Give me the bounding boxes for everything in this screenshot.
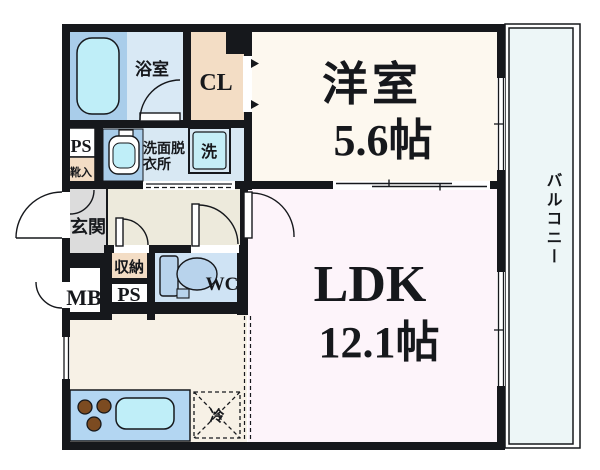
wc-door — [191, 203, 239, 247]
label-washroom-line2: 衣所 — [143, 156, 171, 173]
wall-bottom — [62, 442, 505, 450]
stove-burner — [96, 398, 112, 414]
western-ldk-partition — [333, 179, 490, 191]
kitchen-counter — [69, 389, 191, 442]
label-entrance: 玄関 — [70, 216, 106, 237]
western-room-window — [494, 78, 505, 170]
label-western-room-size: 5.6帖 — [334, 116, 433, 165]
swing-doors — [15, 59, 295, 309]
label-storage: 収納 — [114, 258, 144, 276]
label-meter-box: MB — [66, 285, 102, 310]
wall-wc-right — [237, 245, 248, 315]
label-closet: CL — [199, 70, 232, 96]
room-floors — [66, 32, 497, 442]
wall-bath-bottom — [62, 120, 252, 128]
entrance-step-line — [106, 188, 108, 246]
entrance-door-gap — [62, 192, 70, 238]
ldk-window-gap — [497, 272, 505, 386]
label-ldk-size: 12.1帖 — [319, 318, 440, 367]
wall-hall-bottom — [105, 245, 248, 253]
ldk-balcony-window — [494, 272, 505, 386]
ps-lower-floor — [112, 284, 147, 302]
entrance-floor — [66, 188, 107, 253]
wall-storage-right — [147, 245, 155, 320]
cl-folding-door-arrows — [251, 59, 259, 109]
balcony-floor — [508, 27, 574, 445]
label-ps-lower: PS — [117, 284, 140, 306]
wall-bath-cl-divider — [183, 32, 191, 120]
toilet-seat — [176, 288, 190, 299]
fixtures — [69, 37, 241, 442]
storage-door — [115, 217, 149, 247]
balcony — [504, 23, 581, 449]
hall-floor — [107, 189, 240, 245]
storage-door-gap — [114, 245, 149, 253]
cl-door-gap — [243, 56, 252, 112]
left-window — [63, 337, 70, 379]
kitchen-sink — [115, 397, 175, 430]
stove-burner — [86, 416, 102, 432]
mb-door-gap — [62, 282, 70, 308]
wall-storage-ps-divider — [110, 278, 149, 284]
stove-burner — [77, 399, 93, 415]
ldk-door — [243, 191, 295, 239]
toilet — [159, 255, 218, 299]
room-labels: 浴室 CL 洋室 5.6帖 バルコニー PS 靴入 洗面脱 衣所 洗 玄関 収納… — [66, 59, 562, 425]
wall-mb-bottom — [62, 312, 112, 320]
shoe-box-door-arc — [69, 189, 95, 215]
wall-storage-left — [104, 245, 112, 320]
label-bathroom: 浴室 — [135, 59, 169, 79]
label-washroom-line1: 洗面脱 — [143, 140, 185, 157]
wall-mid-horizontal — [62, 181, 505, 189]
refrigerator-space — [193, 391, 241, 439]
vanity-unit — [102, 128, 144, 182]
wall-top — [62, 24, 505, 32]
entrance-front-door — [15, 191, 63, 239]
label-wc: WC — [206, 274, 239, 295]
label-washer: 洗 — [201, 142, 217, 161]
toilet-bowl — [176, 257, 218, 291]
sliding-doors — [143, 179, 490, 441]
left-window-gap — [62, 337, 70, 379]
wall-right — [497, 24, 505, 450]
label-ldk: LDK — [314, 256, 427, 313]
bathroom-door — [139, 79, 181, 122]
label-balcony: バルコニー — [544, 172, 563, 267]
wall-wc-bottom — [104, 302, 245, 314]
mb-door-arc — [35, 281, 63, 309]
bathtub — [76, 37, 120, 115]
vanity-basin — [112, 142, 136, 169]
window-symbols — [63, 78, 505, 386]
label-refrigerator: 冷 — [209, 407, 224, 425]
label-ps-upper: PS — [70, 136, 91, 156]
label-shoe-box: 靴入 — [70, 165, 92, 179]
washing-machine — [188, 127, 231, 174]
wc-door-gap — [191, 245, 239, 253]
wall-entrance-bottom — [62, 253, 108, 268]
wall-ps-column — [95, 120, 103, 189]
toilet-tank — [159, 255, 179, 297]
western-room-floor — [252, 32, 497, 181]
ldk-floor — [248, 189, 497, 442]
washroom-sliding-door — [143, 181, 235, 190]
label-western-room: 洋室 — [322, 59, 422, 110]
meter-box-floor — [70, 268, 100, 312]
